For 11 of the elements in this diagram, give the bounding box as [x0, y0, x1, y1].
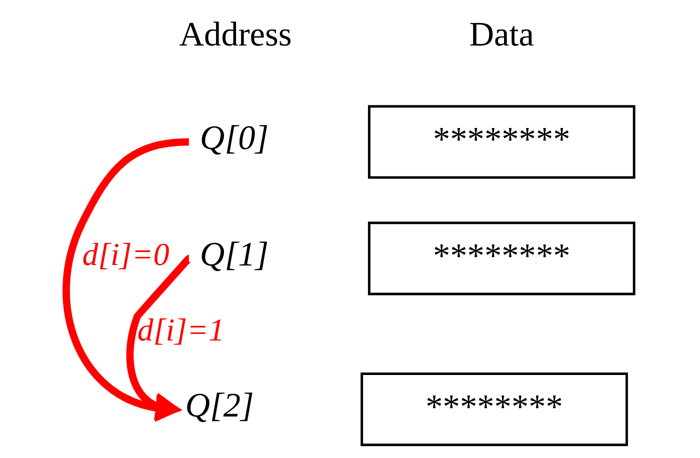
node-box: ******** — [360, 372, 628, 446]
edge-label: d[i]=1 — [137, 312, 224, 348]
node-box: ******** — [368, 222, 636, 296]
label: Data — [469, 16, 534, 54]
arrow — [126, 256, 192, 420]
edge-label: d[i]=0 — [82, 236, 170, 272]
node-box: ******** — [368, 105, 636, 179]
node-text: Q[2] — [185, 386, 254, 425]
node-text: Q[1] — [200, 236, 269, 274]
label: Address — [179, 16, 292, 54]
node-text: Q[0] — [200, 119, 269, 158]
